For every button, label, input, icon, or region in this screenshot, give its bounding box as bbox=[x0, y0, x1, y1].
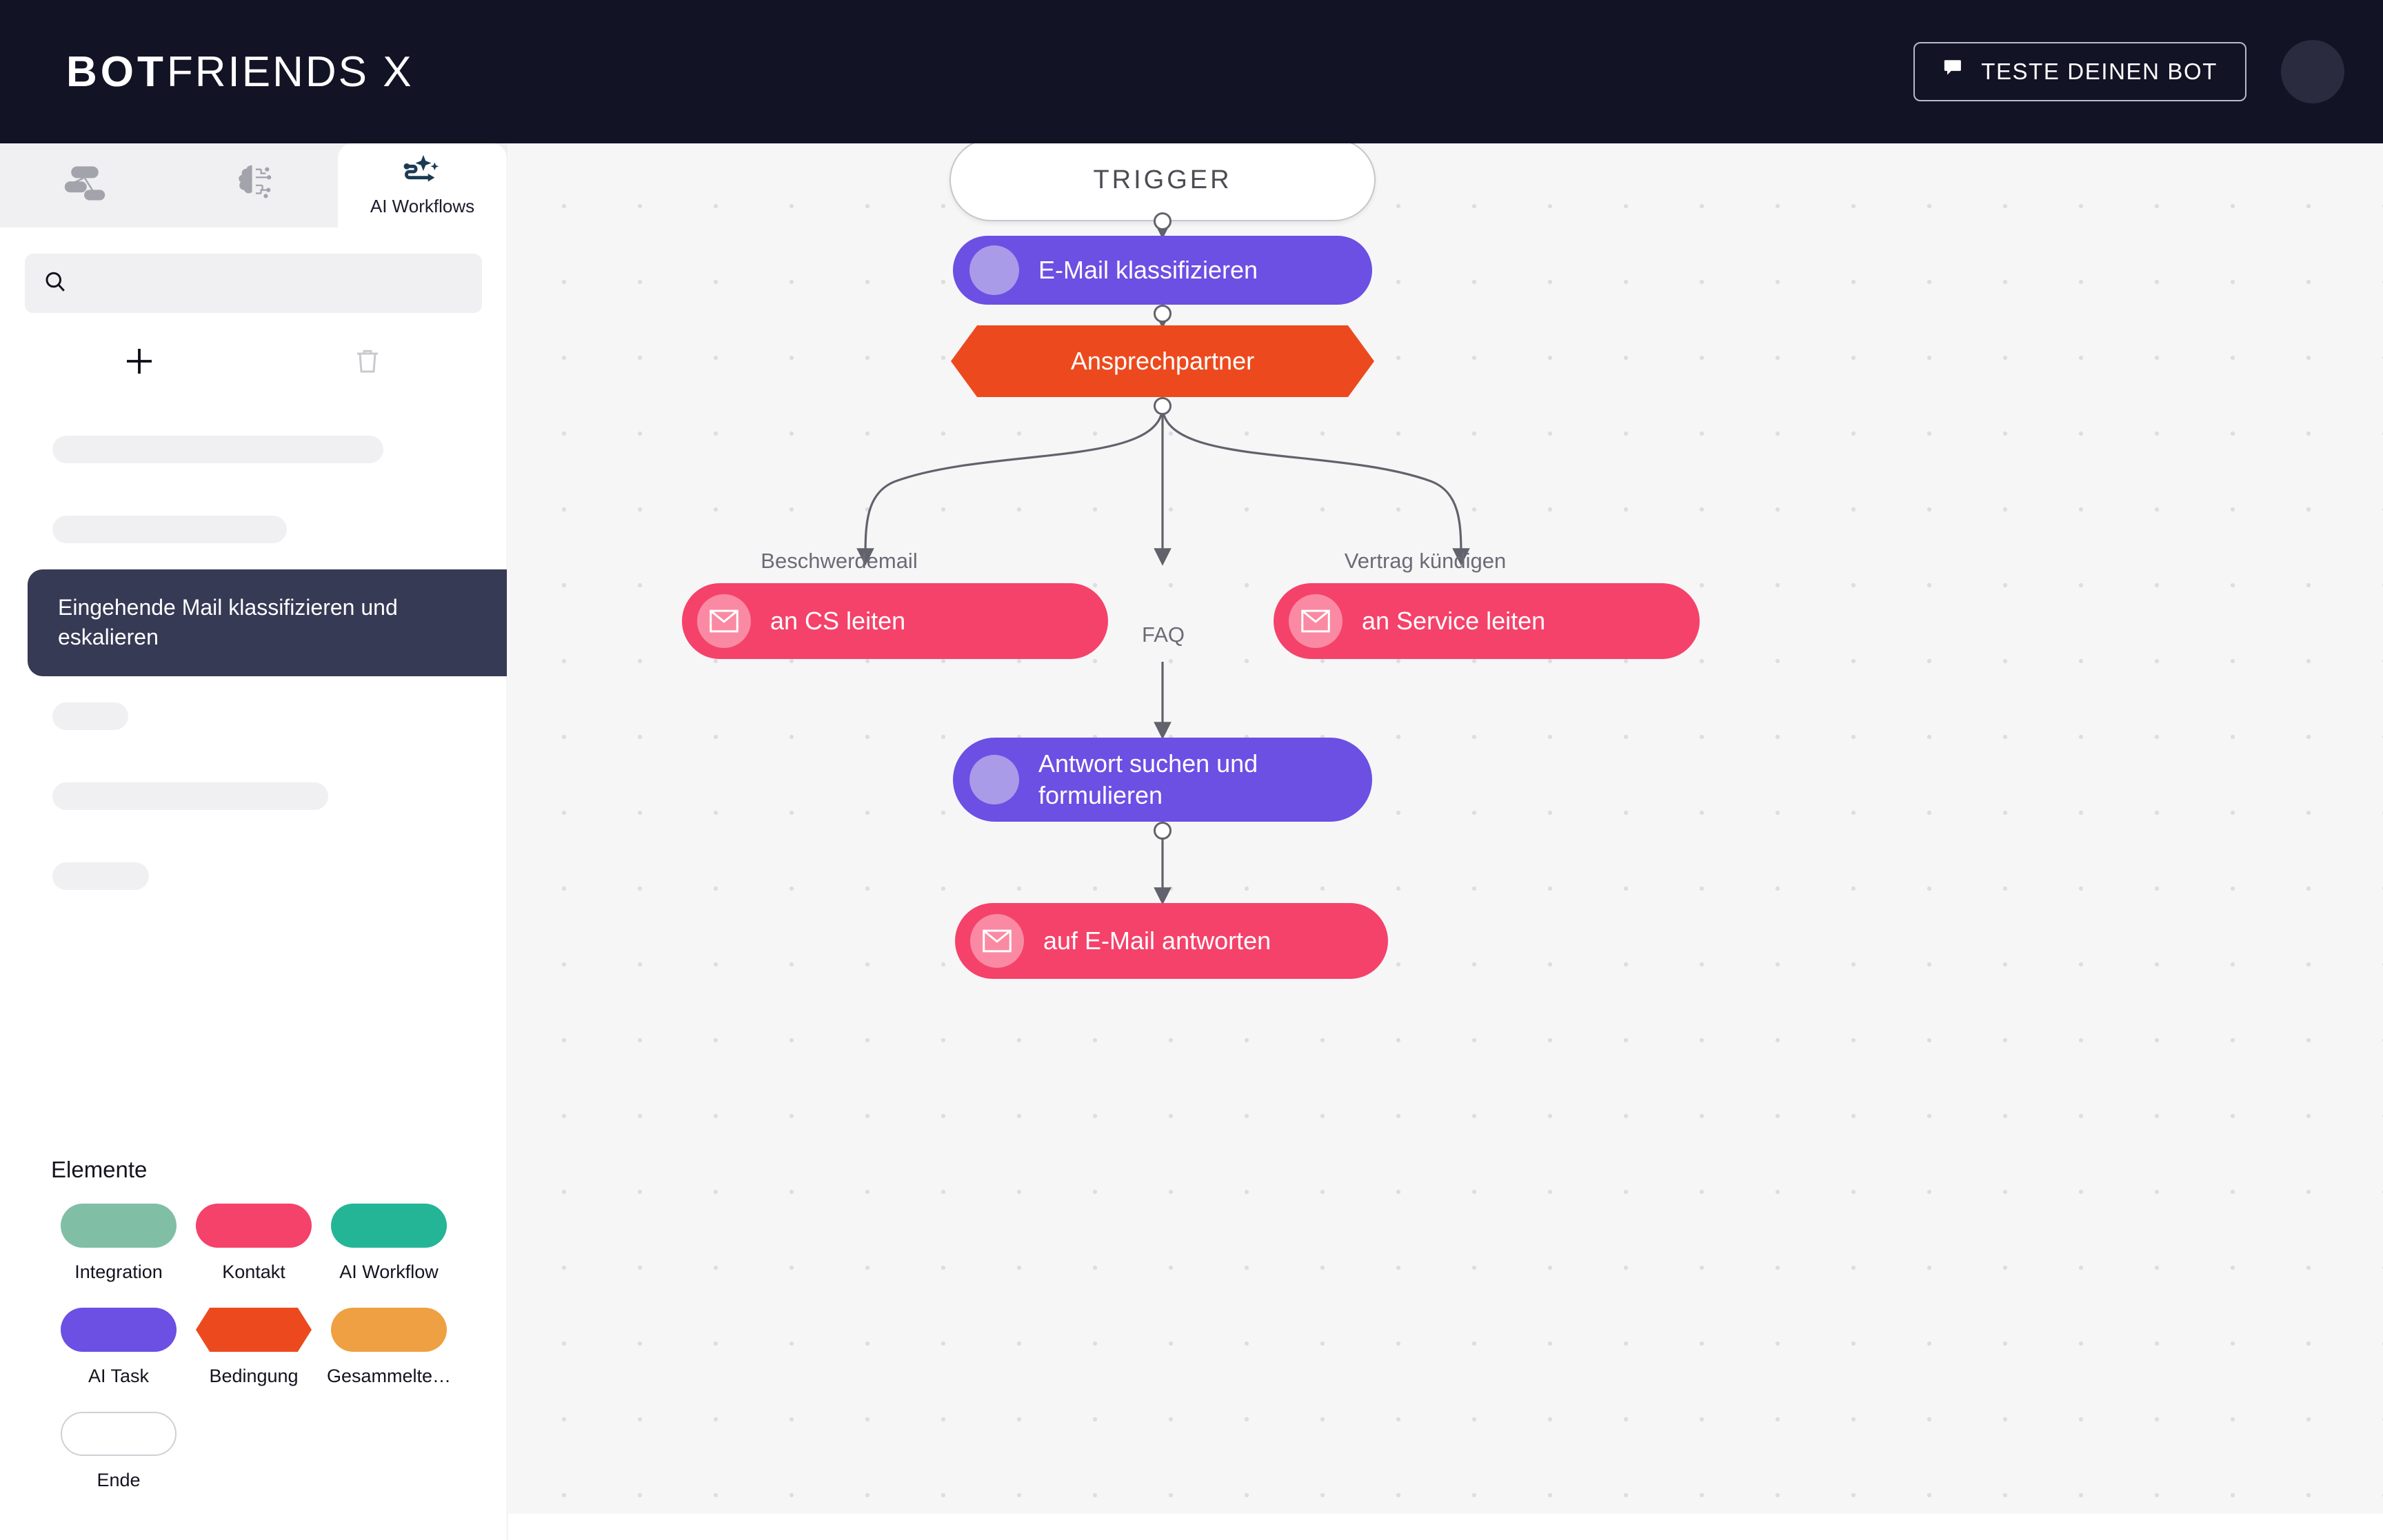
palette-title: Elemente bbox=[51, 1157, 148, 1182]
palette-item-label: Integration bbox=[74, 1262, 163, 1282]
list-item-skeleton[interactable] bbox=[0, 489, 507, 569]
node-antwort-suchen-formulieren[interactable]: Antwort suchen und formulieren bbox=[953, 738, 1372, 822]
node-label: an CS leiten bbox=[770, 607, 906, 635]
palette-item-kontakt[interactable]: Kontakt bbox=[186, 1204, 321, 1283]
palette-item-integration[interactable]: Integration bbox=[51, 1204, 186, 1283]
palette-item-label: Kontakt bbox=[222, 1262, 285, 1282]
ai-task-icon bbox=[969, 755, 1019, 804]
node-email-klassifizieren[interactable]: E-Mail klassifizieren bbox=[953, 236, 1372, 305]
palette-item-gesammelte[interactable]: Gesammelte… bbox=[321, 1308, 456, 1387]
kontakt-chip bbox=[196, 1204, 312, 1248]
delete-workflow-button[interactable] bbox=[254, 335, 483, 390]
ai-task-icon bbox=[969, 245, 1019, 295]
user-avatar[interactable] bbox=[2281, 40, 2344, 103]
ai-workflow-sparkle-icon bbox=[401, 154, 444, 193]
ai-brain-icon bbox=[232, 163, 275, 206]
palette-item-ai-task[interactable]: AI Task bbox=[51, 1308, 186, 1387]
search-section bbox=[0, 227, 507, 313]
left-sidebar: AI Workflows bbox=[0, 143, 507, 1540]
palette-item-label: Gesammelte… bbox=[326, 1366, 452, 1386]
top-header-bar: BOT FRIENDS X TESTE DEINEN BOT bbox=[0, 0, 2383, 143]
edge-label-beschwerdemail: Beschwerdemail bbox=[761, 549, 918, 573]
handle-contact-out[interactable] bbox=[1154, 397, 1172, 415]
node-label: TRIGGER bbox=[1093, 165, 1232, 194]
tab-ai-workflows-label: AI Workflows bbox=[370, 196, 475, 216]
tab-dialog-flows[interactable] bbox=[0, 143, 169, 227]
handle-classify-out[interactable] bbox=[1154, 305, 1172, 323]
sidebar-toolbar bbox=[0, 335, 507, 390]
envelope-icon bbox=[970, 914, 1024, 968]
list-item-skeleton[interactable] bbox=[0, 836, 507, 916]
palette-item-label: Bedingung bbox=[209, 1366, 299, 1386]
handle-trigger-out[interactable] bbox=[1154, 212, 1172, 230]
chat-bubble-icon bbox=[1942, 57, 1966, 86]
workflow-list: Eingehende Mail klassifizieren und eskal… bbox=[0, 409, 507, 916]
bedingung-chip bbox=[196, 1308, 312, 1352]
elements-palette: Elemente Integration Kontakt AI Workflow… bbox=[0, 1157, 507, 1491]
logo-light-part: FRIENDS X bbox=[166, 48, 414, 96]
node-label: Antwort suchen und formulieren bbox=[1038, 749, 1258, 809]
palette-item-ende[interactable]: Ende bbox=[51, 1412, 186, 1491]
node-trigger[interactable]: TRIGGER bbox=[949, 143, 1376, 221]
list-item-skeleton[interactable] bbox=[0, 676, 507, 756]
plus-icon bbox=[121, 343, 158, 383]
test-bot-label: TESTE DEINEN BOT bbox=[1981, 59, 2218, 84]
ai-task-chip bbox=[61, 1308, 177, 1352]
workflow-list-item-selected[interactable]: Eingehende Mail klassifizieren und eskal… bbox=[28, 569, 507, 677]
sidebar-tab-strip: AI Workflows bbox=[0, 143, 507, 227]
logo-bold-part: BOT bbox=[66, 48, 167, 96]
list-item-skeleton[interactable] bbox=[0, 409, 507, 489]
palette-item-ai-workflow[interactable]: AI Workflow bbox=[321, 1204, 456, 1283]
ai-workflow-chip bbox=[331, 1204, 456, 1256]
node-label: Ansprechpartner bbox=[1070, 347, 1255, 375]
palette-item-label: AI Task bbox=[88, 1366, 150, 1386]
node-an-service-leiten[interactable]: an Service leiten bbox=[1274, 583, 1700, 659]
node-auf-email-antworten[interactable]: auf E-Mail antworten bbox=[955, 903, 1388, 979]
test-bot-button[interactable]: TESTE DEINEN BOT bbox=[1913, 42, 2246, 101]
node-label: auf E-Mail antworten bbox=[1043, 926, 1271, 955]
canvas-bottom-edge bbox=[508, 1514, 2383, 1540]
edge-layer bbox=[856, 221, 1470, 905]
node-label: an Service leiten bbox=[1362, 607, 1546, 635]
list-item-skeleton[interactable] bbox=[0, 756, 507, 836]
palette-grid: Integration Kontakt AI Workflow AI Task … bbox=[51, 1204, 456, 1491]
search-icon bbox=[43, 270, 68, 298]
edge-label-vertrag-kuendigen: Vertrag kündigen bbox=[1344, 549, 1507, 573]
header-actions: TESTE DEINEN BOT bbox=[1913, 40, 2344, 103]
edge-label-faq: FAQ bbox=[1141, 622, 1185, 647]
node-an-cs-leiten[interactable]: an CS leiten bbox=[682, 583, 1108, 659]
search-box[interactable] bbox=[25, 254, 482, 313]
search-input[interactable] bbox=[79, 272, 464, 295]
envelope-icon bbox=[697, 594, 751, 648]
app-logo[interactable]: BOT FRIENDS X bbox=[66, 48, 414, 97]
dialog-flow-icon bbox=[62, 163, 108, 205]
add-workflow-button[interactable] bbox=[25, 335, 254, 390]
tab-ai-workflows[interactable]: AI Workflows bbox=[338, 143, 507, 227]
ende-chip bbox=[61, 1412, 177, 1456]
gesammelte-chip bbox=[331, 1308, 447, 1352]
node-ansprechpartner[interactable]: Ansprechpartner bbox=[951, 325, 1374, 397]
palette-item-bedingung[interactable]: Bedingung bbox=[186, 1308, 321, 1387]
palette-item-label: AI Workflow bbox=[339, 1262, 439, 1282]
handle-answer-out[interactable] bbox=[1154, 822, 1172, 840]
integration-chip bbox=[61, 1204, 177, 1248]
trash-icon bbox=[351, 345, 384, 381]
workflow-canvas[interactable]: TRIGGER E-Mail klassifizieren Ansprechpa… bbox=[508, 143, 2383, 1514]
envelope-icon bbox=[1289, 594, 1343, 648]
node-label: E-Mail klassifizieren bbox=[1038, 256, 1258, 284]
tab-ai-brain[interactable] bbox=[169, 143, 338, 227]
palette-item-label: Ende bbox=[97, 1470, 141, 1490]
